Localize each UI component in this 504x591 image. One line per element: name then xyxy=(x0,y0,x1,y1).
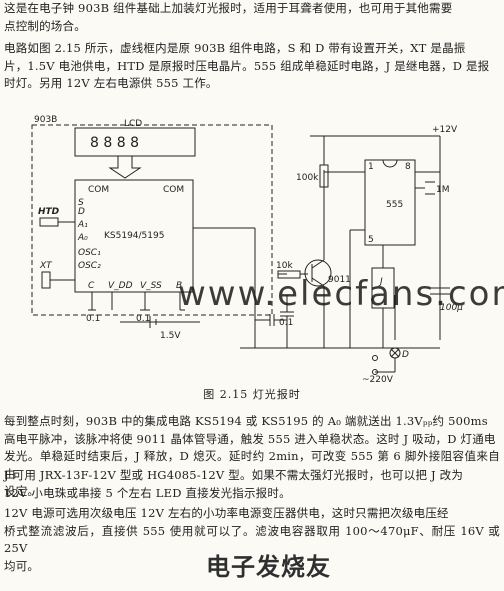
pin-vss-label: V_SS xyxy=(140,281,162,291)
pin-c-label: C xyxy=(88,281,95,291)
lcd-label: LCD xyxy=(124,119,142,129)
htd-piezo xyxy=(39,217,59,227)
pin-label: 1 xyxy=(368,162,374,172)
cap-100u-label: 100μ xyxy=(440,303,463,313)
lcd-digits: 8 8 8 8 xyxy=(90,135,139,151)
chip-label: KS5194/5195 xyxy=(104,231,164,241)
pin-osc1-label: OSC₁ xyxy=(78,248,101,258)
lcd-arrow xyxy=(108,156,142,179)
text-line: 片，1.5V 电池供电，HTD 是原报时压电晶片。555 组成单稳延时电路，J … xyxy=(4,58,490,73)
text-line: 12V 电源可选用次级电压 12V 左右的小功率电源变压器供电，这时只需把次级电… xyxy=(4,506,449,520)
text-line: 每到整点时刻，903B 中的集成电路 KS5194 或 KS5195 的 A₀ … xyxy=(4,414,488,428)
watermark-url: www.elecfans.com xyxy=(178,274,504,314)
cap-label: 0.1 xyxy=(279,318,293,328)
lamp-label: D xyxy=(402,350,409,360)
com-right-label: COM xyxy=(163,185,184,195)
text-line: 发光。单稳延时结束后，J 释放，D 熄灭。延时约 2min，可改变 555 第 … xyxy=(4,449,500,481)
htd-label: HTD xyxy=(38,207,60,217)
circuit-description-paragraph: 电路如图 2.15 所示，虚线框内是原 903B 组件电路，S 和 D 带有设置… xyxy=(4,40,500,93)
power-supply-paragraph: 12V 电源可选用次级电压 12V 左右的小功率电源变压器供电，这时只需把次级电… xyxy=(4,505,500,575)
text-line: J 可用 JRX-13F-12V 型或 HG4085-12V 型。如果不需太强灯… xyxy=(4,468,464,482)
text-line: 12V 小电珠或串接 5 个左右 LED 直接发光指示报时。 xyxy=(4,485,291,500)
text-line: 均可。 xyxy=(4,558,40,573)
pin-label: 5 xyxy=(368,235,374,245)
cap-label: 0.1 xyxy=(86,314,100,324)
watermark-logo-text: 电子发烧友 xyxy=(206,553,331,581)
figure-caption: 图 2.15 灯光报时 xyxy=(203,388,301,401)
chip-ks5194 xyxy=(74,179,194,293)
intro-paragraph: 这是在电子钟 903B 组件基础上加装灯光报时，适用于耳聋者使用，也可用于其他需… xyxy=(4,0,500,35)
pin-d-label: D xyxy=(78,207,85,217)
mains-label: ~220V xyxy=(362,375,394,385)
text-line: 高电平脉冲，该脉冲将使 9011 晶体管导通，触发 555 进入单稳状态。这时 … xyxy=(4,431,496,446)
com-left-label: COM xyxy=(88,185,109,195)
text-line: 点控制的场合。 xyxy=(4,18,86,33)
battery-label: 1.5V xyxy=(160,331,181,341)
ic555-label: 555 xyxy=(386,200,403,210)
resistor-100k-label: 100k xyxy=(296,173,319,183)
pin-s-label: S xyxy=(78,198,84,208)
text-line: 设定。 xyxy=(4,484,40,498)
pin-label: 8 xyxy=(405,162,411,172)
xt-crystal xyxy=(41,271,51,289)
ic-555 xyxy=(364,159,416,246)
relay-label: J xyxy=(378,277,383,287)
pin-a1-label: A₁ xyxy=(77,220,88,230)
supply-label: +12V xyxy=(432,125,458,135)
text-line: 这是在电子钟 903B 组件基础上加装灯光报时，适用于耳聋者使用，也可用于其他需… xyxy=(4,1,453,15)
resistor-10k-label: 10k xyxy=(276,261,293,271)
pin-a0-label: A₀ xyxy=(77,233,88,243)
pin-b-label: B xyxy=(176,281,182,291)
cap-1m-label: 1M xyxy=(436,185,450,195)
xt-label: XT xyxy=(39,261,53,271)
text-line: 时灯。另用 12V 左右电源供 555 工作。 xyxy=(4,76,218,90)
operation-paragraph: 每到整点时刻，903B 中的集成电路 KS5194 或 KS5195 的 A₀ … xyxy=(4,413,500,501)
transistor-9011 xyxy=(304,259,332,287)
lcd-block xyxy=(74,127,196,157)
module-903b-box xyxy=(31,124,273,316)
relay-paragraph: J 可用 JRX-13F-12V 型或 HG4085-12V 型。如果不需太强灯… xyxy=(4,467,500,502)
text-line: 桥式整流滤波后，直接供 555 使用就可以了。滤波电容器取用 100～470μF… xyxy=(4,523,500,556)
cap-label: 0.1 xyxy=(136,314,150,324)
pin-vdd-label: V_DD xyxy=(108,281,133,291)
text-line: 电路如图 2.15 所示，虚线框内是原 903B 组件电路，S 和 D 带有设置… xyxy=(4,41,466,55)
transistor-label: 9011 xyxy=(328,275,351,285)
pin-osc2-label: OSC₂ xyxy=(78,261,101,271)
box-label: 903B xyxy=(34,115,57,125)
circuit-diagram: 903B LCD 8 8 8 8 COM COM S D A₁ A₀ OSC₁ … xyxy=(31,115,463,385)
